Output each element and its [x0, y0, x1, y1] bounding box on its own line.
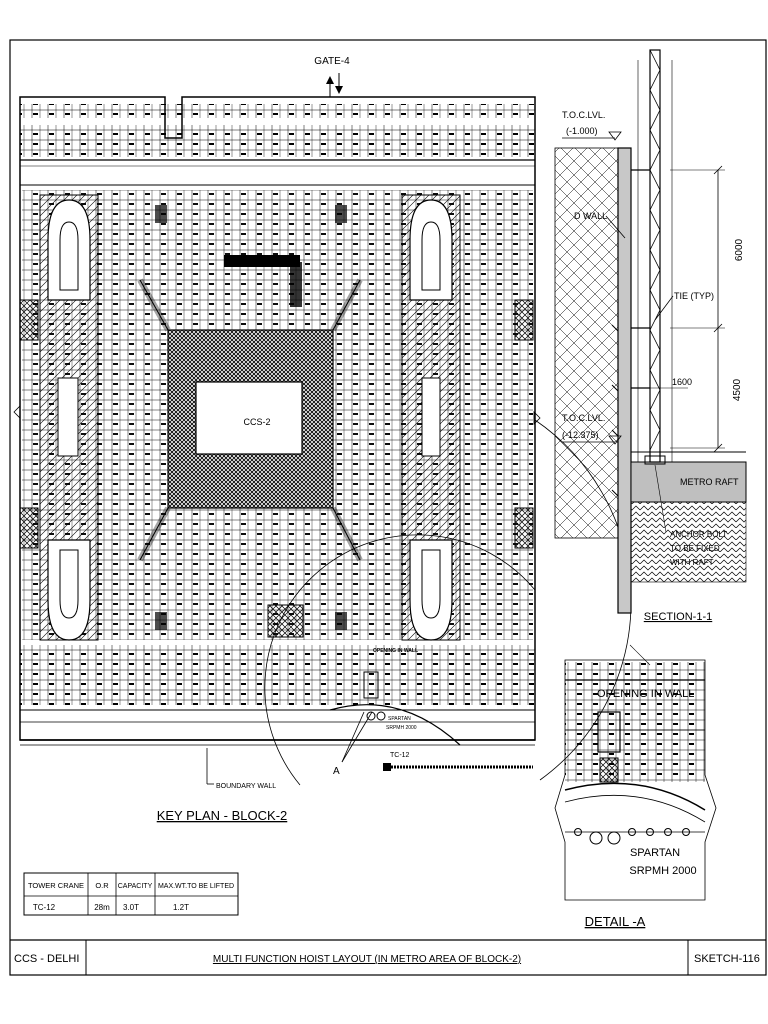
- title-block: CCS - DELHI MULTI FUNCTION HOIST LAYOUT …: [10, 939, 766, 975]
- offset-dim: 1600: [672, 377, 692, 387]
- detail-hoist-label-1: SPARTAN: [630, 847, 680, 859]
- toc-bottom-value: (-12.375): [562, 430, 599, 440]
- gate-label: GATE-4: [314, 56, 350, 67]
- table-cell-or: 28m: [94, 903, 110, 912]
- table-cell-capacity: 3.0T: [123, 903, 139, 912]
- key-plan-title: KEY PLAN - BLOCK-2: [157, 808, 288, 823]
- center-block-label: CCS-2: [243, 417, 270, 427]
- sketch-number: SKETCH-116: [694, 953, 760, 965]
- project-name: CCS - DELHI: [14, 953, 79, 965]
- tower-crane-icon: [383, 763, 533, 771]
- anchor-note-1: ANCHOR BOLT: [670, 530, 727, 539]
- boundary-wall-label: BOUNDARY WALL: [216, 783, 276, 790]
- dim-upper: 6000: [734, 238, 745, 261]
- crane-table: TOWER CRANE O.R CAPACITY MAX.WT.TO BE LI…: [23, 872, 239, 916]
- detail-title: DETAIL -A: [585, 914, 646, 929]
- toc-top-label: T.O.C.LVL.: [562, 110, 605, 120]
- gate-arrows-icon: [326, 73, 343, 97]
- detail-a: OPENING IN WALL SPARTAN SRPMH 2000 DETAI…: [554, 644, 717, 929]
- table-cell-max-wt: 1.2T: [173, 903, 189, 912]
- plan-crane-tag: TC-12: [390, 752, 410, 759]
- anchor-note-3: WITH RAFT: [670, 558, 714, 567]
- section-marker-a: A: [333, 766, 340, 777]
- dim-lower: 4500: [732, 378, 743, 401]
- table-header-capacity: CAPACITY: [118, 883, 153, 890]
- tie-label: TIE (TYP): [674, 291, 714, 301]
- d-wall-label: D WALL: [574, 211, 607, 221]
- toc-bottom-label: T.O.C.LVL.: [562, 413, 605, 423]
- detail-opening-label: OPENING IN WALL: [597, 688, 694, 700]
- toc-top-value: (-1.000): [566, 126, 598, 136]
- table-header-max-wt: MAX.WT.TO BE LIFTED: [158, 883, 234, 890]
- section-1-1: T.O.C.LVL. (-1.000) T.O.C.LVL. (-12.375)…: [554, 49, 747, 623]
- anchor-note-2: TO BE FIXED: [670, 544, 720, 553]
- key-plan: GATE-4: [13, 56, 632, 823]
- detail-hoist-label-2: SRPMH 2000: [629, 865, 696, 877]
- plan-opening-label: OPENING IN WALL: [373, 648, 418, 654]
- detail-bolts-icon: [574, 828, 690, 845]
- table-header-crane: TOWER CRANE: [28, 881, 84, 890]
- sheet-border: [9, 39, 767, 976]
- section-title: SECTION-1-1: [644, 611, 712, 623]
- hoist-mast-icon: [637, 49, 673, 465]
- plan-hoist-label-2: SRPMH 2000: [386, 725, 417, 731]
- table-header-or: O.R: [95, 881, 109, 890]
- plan-hoist-label-1: SPARTAN: [388, 716, 411, 722]
- drawing-title: MULTI FUNCTION HOIST LAYOUT (IN METRO AR…: [213, 954, 521, 965]
- table-cell-crane: TC-12: [33, 903, 56, 912]
- raft-label: METRO RAFT: [680, 477, 739, 487]
